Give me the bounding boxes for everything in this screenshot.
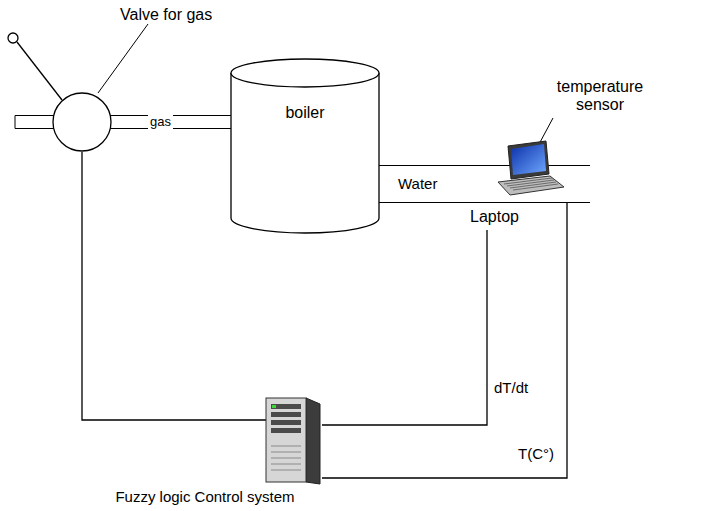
server-side	[306, 398, 320, 484]
vent-slot	[271, 446, 301, 447]
valve-handle	[17, 42, 62, 100]
valve-body	[53, 93, 111, 151]
connector-label: dT/dt	[492, 380, 530, 396]
device-label: Fuzzy logic Control system	[75, 488, 335, 505]
signal-wire	[322, 203, 567, 478]
device-label: Laptop	[470, 208, 519, 226]
vent-slot	[271, 458, 301, 459]
drive-bay	[271, 420, 301, 425]
wire-path	[322, 230, 487, 425]
laptop-sensor-outline	[486, 140, 570, 202]
connector-label: Water	[396, 176, 439, 192]
gas-inlet-pipe-end	[15, 116, 16, 129]
laptop-keys	[513, 184, 558, 190]
tank-label: boiler	[230, 104, 380, 122]
controller-server: Fuzzy logic Control system	[262, 396, 322, 486]
controller-server-outline	[262, 396, 322, 486]
laptop-lid	[508, 141, 549, 179]
drive-bay	[271, 404, 301, 409]
server-front	[266, 398, 306, 482]
vent-slot	[271, 470, 301, 471]
valve-knob	[8, 33, 18, 43]
connector-label: gas	[148, 114, 173, 129]
callout-label: Valve for gas	[120, 6, 212, 24]
pipe-wall	[374, 165, 590, 203]
drive-bay	[271, 428, 301, 433]
vent-slot	[271, 452, 301, 453]
signal-wire	[322, 230, 487, 425]
vent-slot	[271, 464, 301, 465]
callout-label: temperature sensor	[550, 78, 650, 114]
laptop-sensor: temperature sensorLaptop	[486, 140, 570, 202]
valve-symbol: Valve for gas	[52, 92, 112, 152]
boiler-top	[231, 59, 379, 87]
status-led	[272, 405, 276, 408]
wire-path	[322, 203, 567, 478]
boiler-tank-outline	[230, 58, 380, 234]
boiler-body	[231, 73, 379, 233]
laptop-base	[498, 176, 564, 195]
laptop-screen	[511, 144, 546, 175]
connector-label: T(C°)	[516, 446, 556, 462]
boiler-tank: boiler	[230, 58, 380, 234]
leader-line	[98, 24, 148, 93]
drive-bay	[271, 412, 301, 417]
pipe-interior	[374, 166, 590, 202]
valve-symbol-outline	[52, 92, 112, 152]
